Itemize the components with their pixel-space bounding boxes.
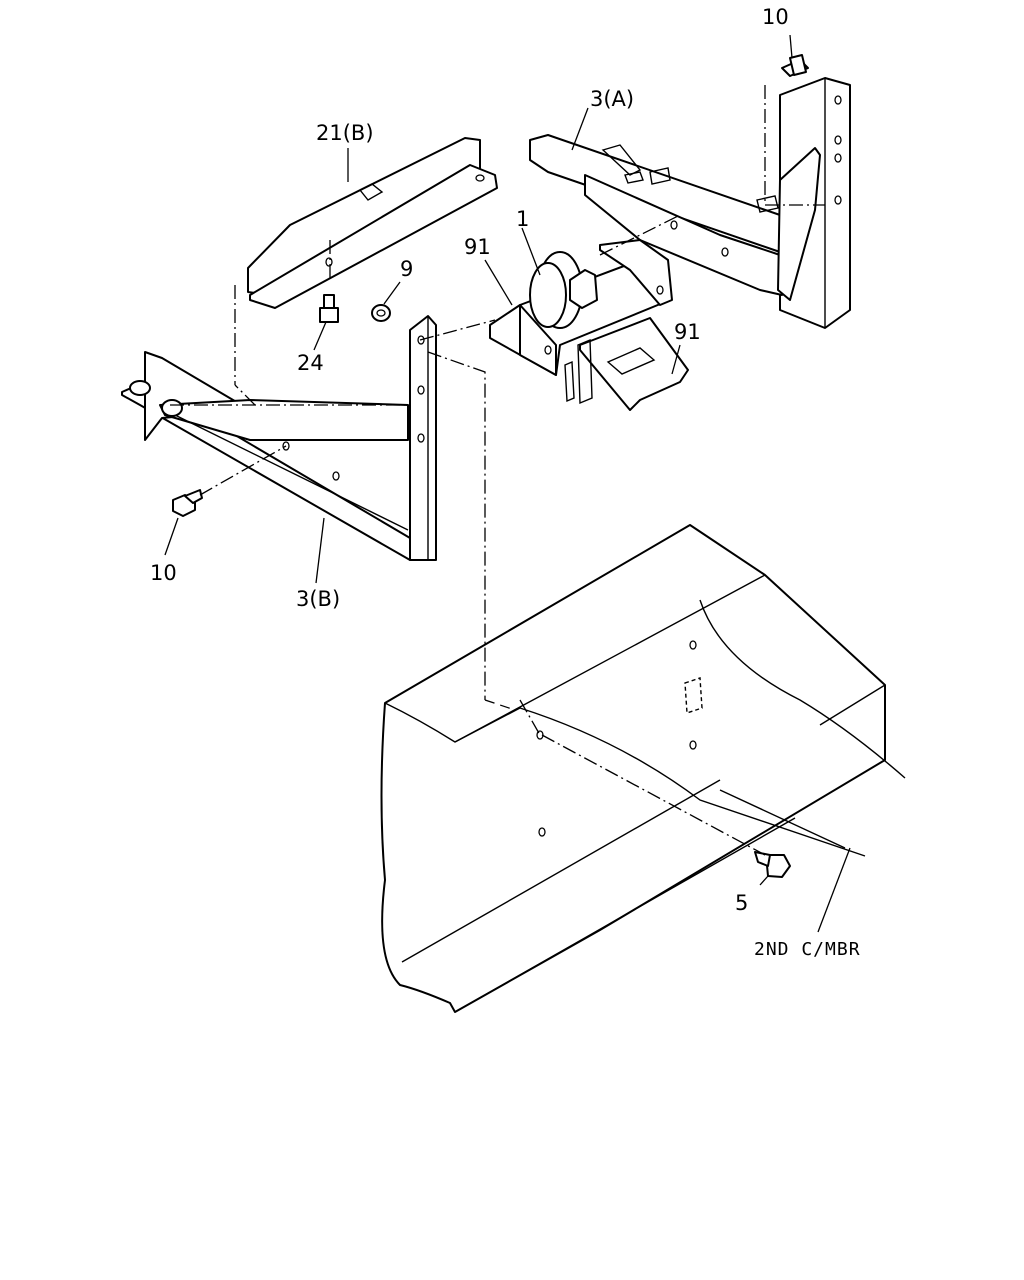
callout-bolt-10-left: 10: [150, 561, 177, 585]
callout-frame-member: 2ND C/MBR: [754, 939, 861, 960]
bracket-3b: [121, 315, 437, 561]
callout-nut-9: 9: [400, 257, 413, 281]
callout-part-91-right: 91: [674, 320, 701, 344]
assembly-lines: [170, 85, 825, 856]
fastener-bolt-5: [754, 851, 791, 878]
fastener-bolt-24: [319, 294, 339, 323]
callout-labels: 10 3(A) 21(B) 1 91 9 91 24 10 3(B) 5 2ND…: [150, 5, 861, 960]
callout-part-91-left: 91: [464, 235, 491, 259]
callout-winch-1: 1: [516, 207, 529, 231]
callout-bolt-24: 24: [297, 351, 324, 375]
winch-assembly: [489, 239, 689, 411]
plate-21b: [247, 137, 498, 309]
fastener-nut-9: [371, 304, 391, 322]
callout-plate-21b: 21(B): [316, 121, 374, 145]
leader-lines: [164, 34, 851, 933]
fastener-bolt-10-left: [172, 489, 203, 517]
callout-bracket-3a: 3(A): [590, 87, 634, 111]
fastener-bolt-10-top: [781, 54, 809, 77]
frame-member: [380, 524, 906, 1013]
callout-bolt-10-top: 10: [762, 5, 789, 29]
callout-bracket-3b: 3(B): [296, 587, 340, 611]
callout-bolt-5: 5: [735, 891, 748, 915]
bracket-3a: [529, 77, 851, 329]
